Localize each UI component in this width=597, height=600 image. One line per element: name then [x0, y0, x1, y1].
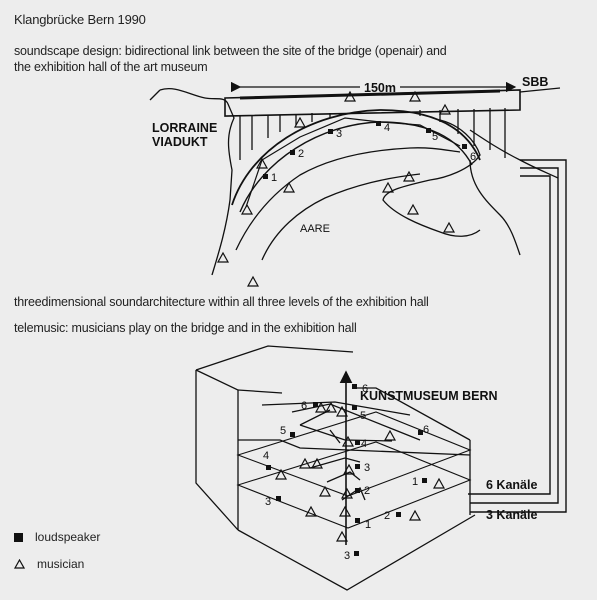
museum-label: KUNSTMUSEUM BERN — [360, 389, 498, 403]
map-musicians — [216, 90, 456, 287]
hall-musicians — [274, 401, 446, 542]
speaker-icon — [276, 496, 281, 501]
speaker-icon — [426, 128, 431, 133]
speaker-icon — [376, 121, 381, 126]
speaker-label: 2 — [384, 510, 390, 522]
speaker-icon — [313, 402, 318, 407]
speaker-icon — [290, 432, 295, 437]
viadukt-label: VIADUKT — [152, 135, 208, 149]
musician-icon — [335, 405, 349, 417]
musician-icon — [293, 116, 307, 128]
speaker-label: 6 — [301, 400, 307, 412]
musician-icon — [318, 485, 332, 497]
musician-icon — [340, 487, 354, 499]
speaker-label: 3 — [364, 462, 370, 474]
bridge-map-labels: 150m SBB LORRAINE VIADUKT AARE — [152, 75, 548, 235]
speaker-label: 3 — [336, 128, 342, 140]
speaker-icon — [290, 150, 295, 155]
speaker-icon — [354, 551, 359, 556]
speaker-label: 4 — [361, 438, 367, 450]
exhibition-hall — [195, 345, 476, 591]
map-speakers: 1 2 3 4 5 6 — [263, 121, 476, 184]
legend-musician-label: musician — [37, 557, 85, 571]
musician-icon — [338, 505, 352, 517]
musician-icon — [408, 90, 422, 102]
musician-icon — [310, 457, 324, 469]
musician-icon — [282, 181, 296, 193]
musician-icon — [324, 401, 338, 413]
speaker-icon — [462, 144, 467, 149]
legend-loudspeaker: loudspeaker — [14, 530, 100, 544]
speaker-label: 5 — [280, 425, 286, 437]
speaker-label: 3 — [344, 550, 350, 562]
musician-icon — [442, 221, 456, 233]
page-title: Klangbrücke Bern 1990 — [14, 12, 146, 27]
sbb-label: SBB — [522, 75, 548, 89]
speaker-icon — [355, 440, 360, 445]
musician-icon — [408, 509, 422, 521]
speaker-icon — [328, 129, 333, 134]
musician-icon — [274, 468, 288, 480]
river-label: AARE — [300, 223, 330, 235]
musician-icon — [298, 457, 312, 469]
musician-icon — [342, 463, 356, 475]
musician-icon — [341, 435, 355, 447]
lorraine-label: LORRAINE — [152, 121, 217, 135]
musician-icon — [406, 203, 420, 215]
speaker-label: 4 — [263, 450, 269, 462]
speaker-icon — [352, 405, 357, 410]
speaker-icon — [352, 384, 357, 389]
caption-soundarchitecture: threedimensional soundarchitecture withi… — [14, 295, 429, 309]
musician-icon — [255, 157, 269, 169]
loudspeaker-icon — [14, 532, 23, 542]
bridge-map — [149, 81, 561, 276]
speaker-label: 1 — [365, 519, 371, 531]
speaker-icon — [355, 518, 360, 523]
musician-icon — [383, 429, 397, 441]
connection-cable — [468, 159, 567, 513]
musician-icon — [314, 401, 328, 413]
speaker-icon — [418, 430, 423, 435]
speaker-label: 1 — [271, 172, 277, 184]
musician-icon — [438, 103, 452, 115]
musician-icon — [246, 275, 260, 287]
legend-musician: musician — [14, 557, 84, 571]
speaker-label: 2 — [298, 148, 304, 160]
speaker-label: 3 — [265, 496, 271, 508]
musician-icon — [335, 530, 349, 542]
musician-icon — [216, 251, 230, 263]
musician-icon — [402, 170, 416, 182]
caption-soundscape-line2: the exhibition hall of the art museum — [14, 60, 208, 74]
speaker-label: 2 — [364, 485, 370, 497]
caption-telemusic: telemusic: musicians play on the bridge … — [14, 321, 357, 335]
span-label: 150m — [364, 81, 396, 95]
speaker-icon — [266, 465, 271, 470]
speaker-label: 1 — [412, 476, 418, 488]
channels-label-3: 3 Kanäle — [486, 508, 537, 522]
musician-icon — [14, 559, 25, 569]
speaker-icon — [355, 488, 360, 493]
musician-icon — [240, 203, 254, 215]
speaker-icon — [396, 512, 401, 517]
caption-soundscape-line1: soundscape design: bidirectional link be… — [14, 44, 447, 58]
speaker-label: 6 — [470, 151, 476, 163]
speaker-icon — [422, 478, 427, 483]
legend-loudspeaker-label: loudspeaker — [35, 530, 101, 544]
hall-speakers: 6 6 5 5 4 4 3 2 1 1 2 3 3 6 — [263, 383, 429, 562]
speaker-icon — [355, 464, 360, 469]
musician-icon — [304, 505, 318, 517]
speaker-icon — [263, 174, 268, 179]
speaker-label: 5 — [432, 131, 438, 143]
speaker-label: 6 — [362, 383, 368, 395]
musician-icon — [343, 90, 357, 102]
speaker-label: 5 — [360, 410, 366, 422]
musician-icon — [381, 181, 395, 193]
speaker-label: 6 — [423, 424, 429, 436]
musician-icon — [432, 477, 446, 489]
channels-label-6: 6 Kanäle — [486, 478, 537, 492]
speaker-label: 4 — [384, 122, 390, 134]
